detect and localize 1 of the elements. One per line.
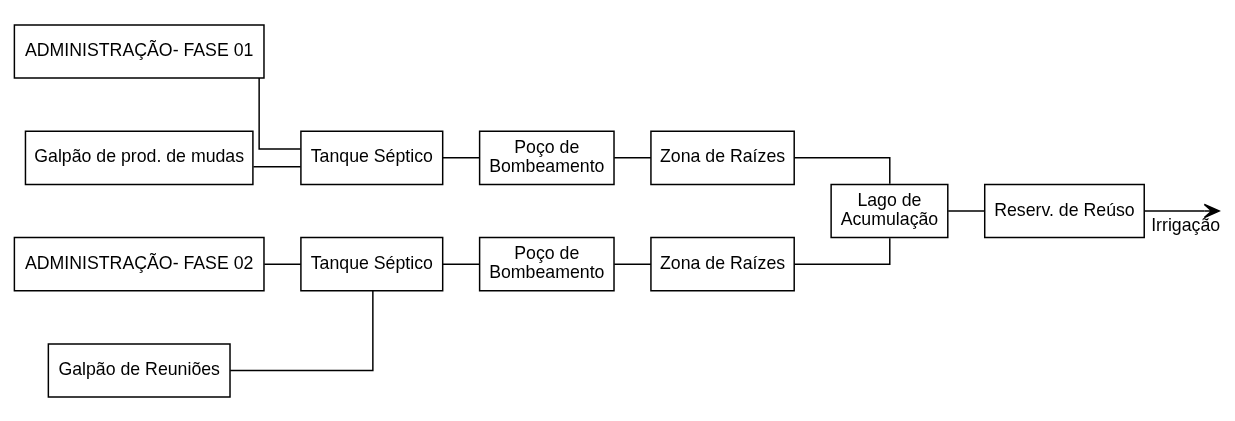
edge-label: Irrigação (1151, 214, 1221, 235)
